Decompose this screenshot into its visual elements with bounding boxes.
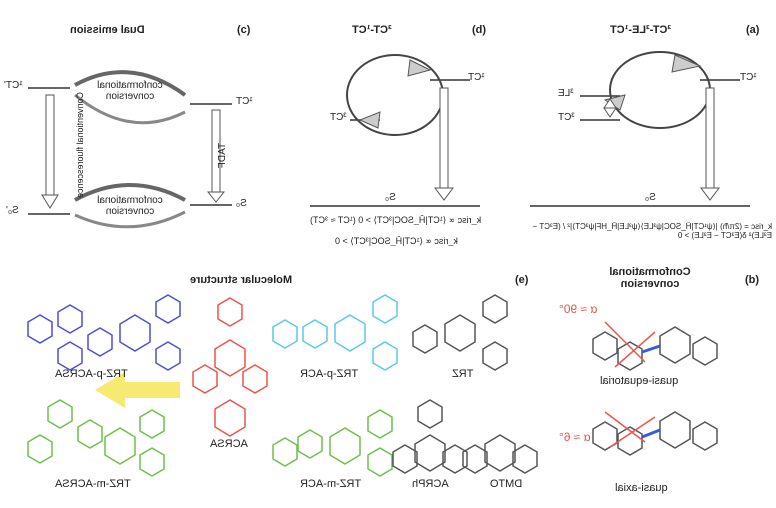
panel-a-letter: (a) — [746, 24, 760, 36]
panel-e: (e) Molecular structure — [0, 270, 540, 508]
mol-trz — [412, 294, 508, 371]
d-t1-label: ³CT — [330, 112, 347, 123]
mol-dmto — [462, 434, 538, 474]
ct-left-label: ¹CT' — [4, 80, 23, 91]
conv-top-label: conformational conversion — [97, 80, 163, 102]
tadf-label: TADF — [217, 142, 229, 169]
panel-d: (d) ³CT-¹CT ¹CT ³CT S₀ k_risc ∝ ⟨¹CT|Ĥ_S… — [280, 0, 500, 260]
panel-e-letter: (e) — [515, 274, 529, 286]
mol-label-trz-p-acrsa: TRZ-p-ACRSA — [55, 368, 128, 380]
panel-b: (b) Conformational conversion α ≈ 90° α … — [545, 262, 776, 508]
d-formula-1: k_risc ∝ ⟨¹CT|Ĥ_SOC|³CT⟩ > 0 (¹CT ≈ ³CT) — [310, 215, 482, 225]
mol-label-trz-p-acr: TRZ-p-ACR — [300, 368, 359, 380]
quasi-equatorial-label: quasi-equatorial — [600, 375, 679, 387]
panel-a-diagram — [530, 51, 750, 207]
d-s1-label: ¹CT — [468, 72, 485, 83]
mol-trz-m-acrsa — [27, 399, 165, 477]
quasi-axial-structure — [592, 411, 718, 456]
a-formula: k_risc = (2π/ħ) |⟨ψ¹CT|Ĥ_SOC|ψ³LE⟩⟨ψ³LE|… — [532, 222, 772, 240]
quasi-equatorial-structure — [592, 321, 718, 371]
angle-bot-label: α ≈ 6° — [559, 430, 591, 444]
mol-trz-m-acr — [272, 409, 393, 477]
mol-trz-p-acr — [272, 294, 398, 371]
panel-a: (a) ³CT-³LE-¹CT ¹CT ³LE ³CT S₀ k_risc = … — [510, 0, 776, 260]
a-t1-label: ³CT — [558, 112, 575, 123]
panel-b-structures — [592, 321, 718, 456]
mol-acrsa — [192, 297, 268, 437]
s0-left-label: S₀' — [6, 205, 19, 216]
panel-d-diagram — [310, 54, 480, 207]
ct-right-label: ¹CT — [236, 96, 253, 107]
panel-d-letter: (d) — [472, 24, 487, 36]
panel-c-letter: (c) — [237, 24, 251, 36]
mol-label-trz-m-acrsa: TRZ-m-ACRSA — [55, 478, 131, 490]
conv-bot-label: conformational conversion — [97, 195, 163, 217]
quasi-axial-label: quasi-axial — [615, 482, 668, 494]
mol-label-dmto: DMTO — [490, 478, 523, 490]
yellow-arrow — [95, 372, 180, 408]
angle-top-label: α ≈ 90° — [559, 302, 598, 316]
mol-acrph — [392, 399, 468, 474]
a-le-label: ³LE — [558, 88, 574, 99]
mol-trz-p-acrsa — [27, 294, 181, 371]
mol-label-trz: TRZ — [452, 368, 474, 380]
s0-right-label: S₀ — [236, 198, 247, 209]
a-s0-label: S₀ — [645, 192, 656, 203]
panel-b-letter: (b) — [745, 274, 760, 286]
mol-label-acrsa: ACRSA — [210, 438, 248, 450]
mol-label-acrph: ACRPh — [412, 478, 449, 490]
a-s1-label: ¹CT — [740, 72, 757, 83]
d-s0-label: S₀ — [385, 192, 396, 203]
panel-c-diagram — [28, 70, 232, 229]
panel-c: (c) Dual emission ¹CT' ¹CT S₀ S₀' confor… — [0, 0, 260, 250]
d-formula-2: k_risc ∝ ⟨¹CT|Ĥ_SOC|³CT⟩ > 0 — [335, 236, 458, 246]
molecule-drawings — [27, 294, 538, 477]
conv-fluor-label: Conventional fluorescence — [75, 91, 85, 199]
mol-label-trz-m-acr: TRZ-m-ACR — [300, 478, 362, 490]
